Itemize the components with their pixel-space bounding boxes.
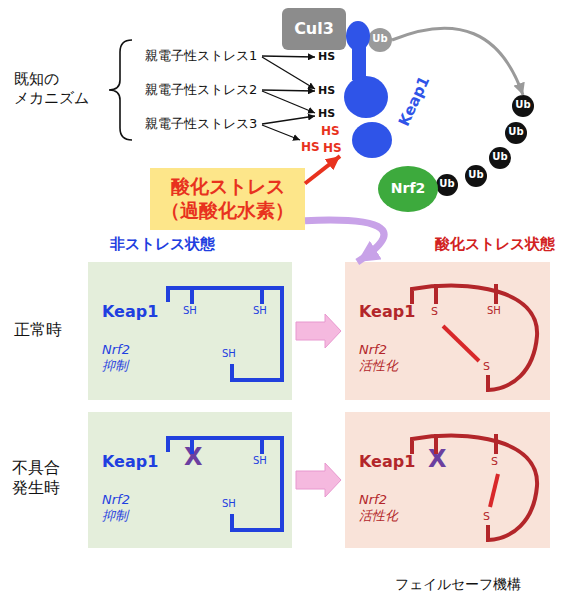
state-panel: 非ストレス状態Keap1SHSHSHNrf2 抑制 [88,262,292,400]
ubiquitin-circle: Ub [505,122,527,144]
thiol-label: HS [318,107,335,121]
transition-arrow [305,220,384,262]
state-panel: 酸化ストレス状態Keap1SSHSNrf2 活性化 [345,262,550,400]
sulfur-label: S [491,455,498,469]
ubiquitin-circle: Ub [465,165,487,187]
mechanism-label: 既知の メカニズム [14,70,102,108]
mutation-mark: X [428,444,447,474]
protein-name: Keap1 [359,302,415,322]
keap1-protein: Keap1 [340,12,410,167]
protein-outline [340,12,410,167]
protein-name: Keap1 [359,452,415,472]
row-label: 正常時 [14,320,62,340]
protein-lobe [352,44,366,80]
nrf2-ellipse: Nrf2 [378,166,438,212]
mutation-mark: X [184,442,203,472]
stress-arrows [262,56,315,140]
nrf2-status: Nrf2 活性化 [359,492,405,525]
protein-lobe [344,76,388,118]
ubiquitin-circle: Ub [368,28,392,52]
protein-name: Keap1 [102,302,158,322]
thiol-label: HS [318,50,335,64]
thiol-label: HS [321,124,340,139]
ubiquitin-circle: Ub [436,174,458,196]
thiol-label: HS [318,84,335,98]
protein-name: Keap1 [102,452,158,472]
stress-box: 酸化ストレス （過酸化水素） [150,168,305,230]
row-label: 不具合 発生時 [12,458,76,498]
ub-text: Ub [465,169,487,182]
ub-text: Ub [512,99,534,112]
stress-arrow [305,156,340,183]
panel-heading: 非ストレス状態 [110,235,215,254]
thiol-label: SH [183,305,197,318]
thiol-label: SH [222,348,236,361]
protein-name: Cul3 [282,19,346,39]
thiol-label: HS [301,140,320,155]
stress-title: 酸化ストレス （過酸化水素） [150,175,305,223]
state-panel: Keap1 X SH SH Nrf2 抑制 [88,412,292,548]
ubiquitin-circle: Ub [512,95,534,117]
stress-label: 親電子性ストレス2 [145,82,257,98]
nrf2-status: Nrf2 活性化 [359,342,405,375]
thiol-label: SH [222,498,236,511]
ub-text: Ub [368,33,392,46]
thiol-label: SH [253,305,267,318]
ub-text: Ub [489,151,511,164]
stress-label: 親電子性ストレス3 [145,116,257,132]
nrf2-status: Nrf2 抑制 [102,342,148,375]
thiol-label: SH [487,305,501,318]
sulfur-label: S [483,360,490,374]
protein-name: Nrf2 [378,180,438,198]
thiol-label: SH [253,455,267,468]
sulfur-label: S [431,305,438,319]
stress-label: 親電子性ストレス1 [145,48,257,64]
state-panel: Keap1 X S S Nrf2 活性化 [345,412,550,548]
cul3-box: Cul3 [282,8,346,50]
caption-note: フェイルセーフ機構 [395,576,521,594]
ub-text: Ub [505,126,527,139]
thiol-label: HS [323,141,342,156]
protein-lobe [352,122,392,158]
protein-name: Keap1 [395,73,434,129]
state-arrow [296,314,341,348]
sulfur-label: S [483,510,490,524]
nrf2-status: Nrf2 抑制 [102,492,148,525]
ub-text: Ub [436,178,458,191]
curly-brace [109,40,132,140]
panel-heading: 酸化ストレス状態 [435,235,555,254]
ubiquitin-circle: Ub [489,147,511,169]
state-arrow [296,463,341,497]
